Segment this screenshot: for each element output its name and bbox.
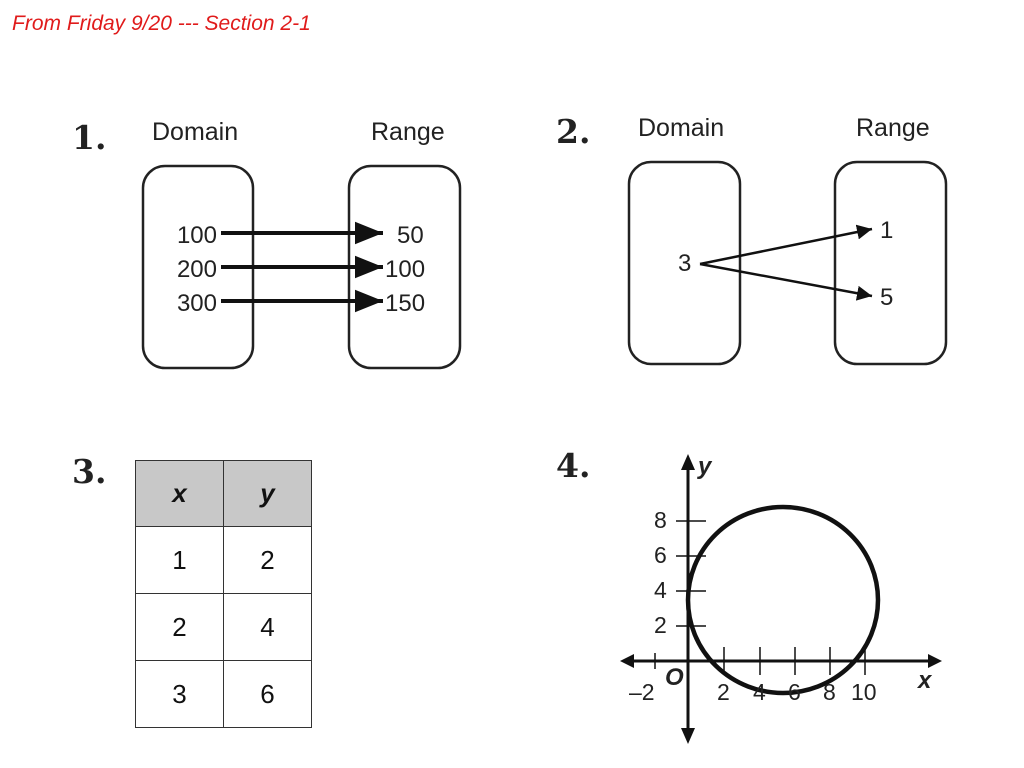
xy-table: x y 1 2 2 4 3 6 [135,460,312,728]
problem-2-number: 2. [556,112,591,151]
y-axis-label: y [697,453,713,480]
slide-title: From Friday 9/20 --- Section 2-1 [12,12,311,35]
circle-relation [685,504,881,696]
problem-2-domain-label: Domain [638,114,725,142]
origin-label: O [665,664,684,691]
table-cell: 1 [135,526,224,594]
problem-4-number: 4. [556,446,591,485]
y-tick-6: 6 [654,542,667,568]
domain-value-2: 200 [177,256,217,283]
problem-1-range-label: Range [371,118,445,146]
table-header-x: x [135,460,224,527]
y-tick-8: 8 [654,507,667,533]
domain-oval-2 [627,160,742,366]
x-tick-8: 8 [823,679,836,705]
table-row: 1 2 [135,526,312,594]
table-cell: 3 [135,660,224,728]
x-tick-4: 4 [753,679,766,705]
arrow-3-5 [699,262,873,301]
table-cell: 2 [223,526,312,594]
domain-value-1: 100 [177,222,217,249]
table-row: 3 6 [135,660,312,728]
range-value-1-p2: 1 [880,217,893,244]
x-tick-2: 2 [717,679,730,705]
x-tick-neg2: –2 [629,679,655,705]
range-value-3: 150 [385,290,425,317]
table-cell: 6 [223,660,312,728]
domain-value-3: 300 [177,290,217,317]
x-axis-label: x [916,667,933,694]
table-cell: 2 [135,593,224,661]
table-header-y: y [223,460,312,527]
range-value-1: 50 [397,222,424,249]
table-row: 2 4 [135,593,312,661]
range-value-2: 100 [385,256,425,283]
x-tick-10: 10 [851,679,877,705]
problem-1-domain-label: Domain [152,118,239,146]
problem-1-number: 1. [72,118,107,157]
range-value-5-p2: 5 [880,284,893,311]
problem-3-number: 3. [72,452,107,491]
problem-2-range-label: Range [856,114,930,142]
range-oval-2 [833,160,948,366]
y-tick-4: 4 [654,577,667,603]
y-tick-2: 2 [654,612,667,638]
arrow-3-1 [699,224,873,266]
table-cell: 4 [223,593,312,661]
domain-value-3-p2: 3 [678,250,691,277]
x-tick-6: 6 [788,679,801,705]
